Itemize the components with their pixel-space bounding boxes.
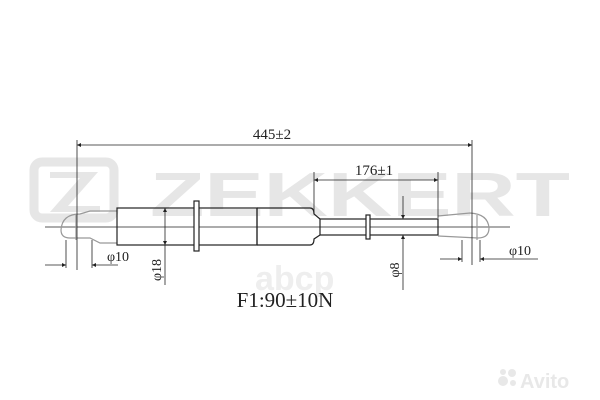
left-eye <box>60 210 117 244</box>
dimension-lines <box>45 140 538 290</box>
watermark-abcp: abcp <box>255 260 334 298</box>
cylinder-diameter-label: φ18 <box>150 259 165 281</box>
left-eye-diameter-label: φ10 <box>107 250 129 265</box>
right-eye <box>437 212 490 239</box>
stroke-label: 176±1 <box>355 163 393 179</box>
piston-rod <box>319 218 439 236</box>
avito-text: Avito <box>520 371 569 393</box>
cylinder-rear <box>257 207 321 246</box>
overall-length-label: 445±2 <box>253 127 291 143</box>
avito-watermark: Avito <box>498 369 569 393</box>
rod-ring <box>365 214 371 240</box>
rod-diameter-label: φ8 <box>388 262 403 277</box>
right-eye-diameter-label: φ10 <box>509 244 531 259</box>
zekkert-watermark: ZEKKERT <box>29 157 570 230</box>
gas-spring-outline <box>45 200 510 252</box>
force-label: F1:90±10N <box>237 288 334 312</box>
cylinder-ring <box>193 200 200 252</box>
